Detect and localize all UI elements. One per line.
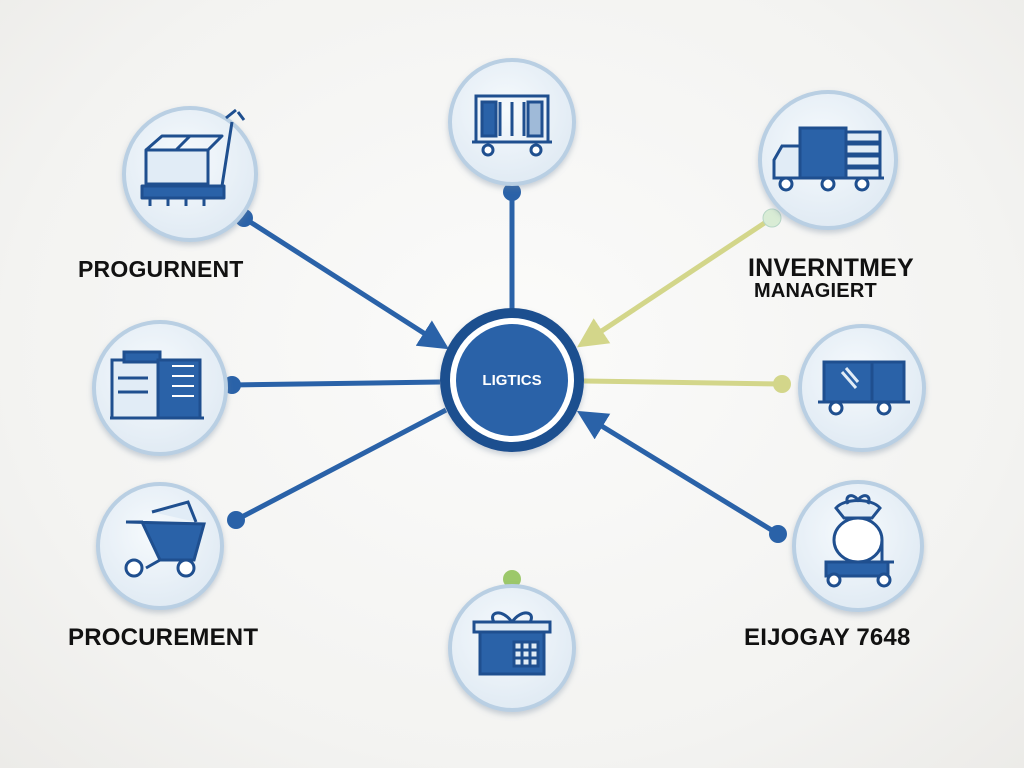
label-right-top-line1: INVERNTMEY xyxy=(748,254,914,282)
pallet-jack-icon xyxy=(140,108,246,206)
connector-dot-bottom xyxy=(503,570,521,588)
hub-node[interactable]: LIGTICS xyxy=(440,308,584,452)
node-bottom-right[interactable] xyxy=(792,480,924,612)
connector-dot-bottom-right xyxy=(769,525,787,543)
delivery-truck-icon xyxy=(772,126,884,192)
connector-left xyxy=(231,379,441,388)
cargo-van-icon xyxy=(818,360,910,416)
document-files-icon xyxy=(110,350,204,420)
node-top[interactable] xyxy=(448,58,576,186)
connectors xyxy=(223,183,791,588)
connector-right xyxy=(583,378,783,387)
connector-bottom-left xyxy=(234,407,448,523)
connector-dot-bottom-left xyxy=(227,511,245,529)
node-bottom[interactable] xyxy=(448,584,576,712)
connector-dot-top-right xyxy=(762,208,782,228)
connector-top-left xyxy=(242,215,450,350)
label-bottom-left: PROCUREMENT xyxy=(68,624,259,651)
node-left[interactable] xyxy=(92,320,228,456)
node-top-right[interactable] xyxy=(758,90,898,230)
sack-forklift-icon xyxy=(824,494,894,588)
connector-dot-right xyxy=(773,375,791,393)
node-top-left[interactable] xyxy=(122,106,258,242)
connector-top-right xyxy=(576,215,774,348)
label-right-top-line2: MANAGIERT xyxy=(754,280,877,302)
hub-label: LIGTICS xyxy=(482,372,541,389)
node-right[interactable] xyxy=(798,324,926,452)
label-top-left: PROGURNENT xyxy=(78,256,244,282)
label-bottom-right: EIJOGAY 7648 xyxy=(744,624,911,651)
connector-dot-top xyxy=(503,183,521,201)
connector-bottom-right xyxy=(576,410,780,537)
gift-box-icon xyxy=(472,611,552,676)
node-bottom-left[interactable] xyxy=(96,482,224,610)
warehouse-cart-icon xyxy=(472,94,552,157)
shopping-cart-icon xyxy=(124,500,206,578)
